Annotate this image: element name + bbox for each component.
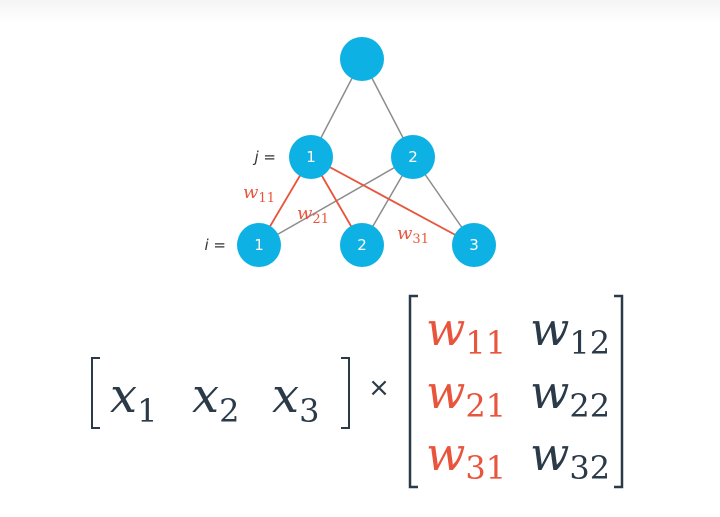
input-row-label: i = xyxy=(204,236,226,254)
hidden-row-label: j = xyxy=(252,148,276,166)
matrix-w12: w12 xyxy=(530,302,610,362)
equation: x1 x2 x3 × w11 w12 w21 w22 w31 w32 xyxy=(91,294,624,489)
weight-label-w31: w31 xyxy=(397,223,429,247)
input-node-2-label: 2 xyxy=(357,236,367,254)
input-node-3-label: 3 xyxy=(469,236,479,254)
hidden-node-1 xyxy=(289,135,333,179)
matrix-w31: w31 xyxy=(426,427,506,487)
weight-label-w11: w11 xyxy=(243,182,275,206)
input-node-3 xyxy=(452,223,496,267)
nodes: 1 2 1 2 3 xyxy=(237,37,496,267)
matrix-w21: w21 xyxy=(426,365,506,425)
hidden-node-2-label: 2 xyxy=(408,148,418,166)
matrix-w22: w22 xyxy=(530,365,610,425)
output-node xyxy=(340,37,384,81)
vector-x1: x1 xyxy=(110,368,157,430)
edge-w31 xyxy=(310,156,475,246)
vector-x2: x2 xyxy=(192,368,239,430)
multiply-operator: × xyxy=(368,373,390,403)
vector-right-bracket xyxy=(341,357,350,429)
hidden-node-1-label: 1 xyxy=(306,148,316,166)
input-node-1 xyxy=(237,223,281,267)
hidden-node-2 xyxy=(391,135,435,179)
weight-label-w21: w21 xyxy=(297,203,329,227)
vector-x3: x3 xyxy=(272,368,319,430)
input-node-1-label: 1 xyxy=(254,236,264,254)
top-shade xyxy=(0,0,720,22)
matrix-right-bracket xyxy=(614,294,624,489)
vector-left-bracket xyxy=(91,357,100,429)
matrix-w11: w11 xyxy=(426,302,506,362)
input-node-2 xyxy=(340,223,384,267)
matrix-left-bracket xyxy=(408,294,418,489)
matrix-w32: w32 xyxy=(530,427,610,487)
